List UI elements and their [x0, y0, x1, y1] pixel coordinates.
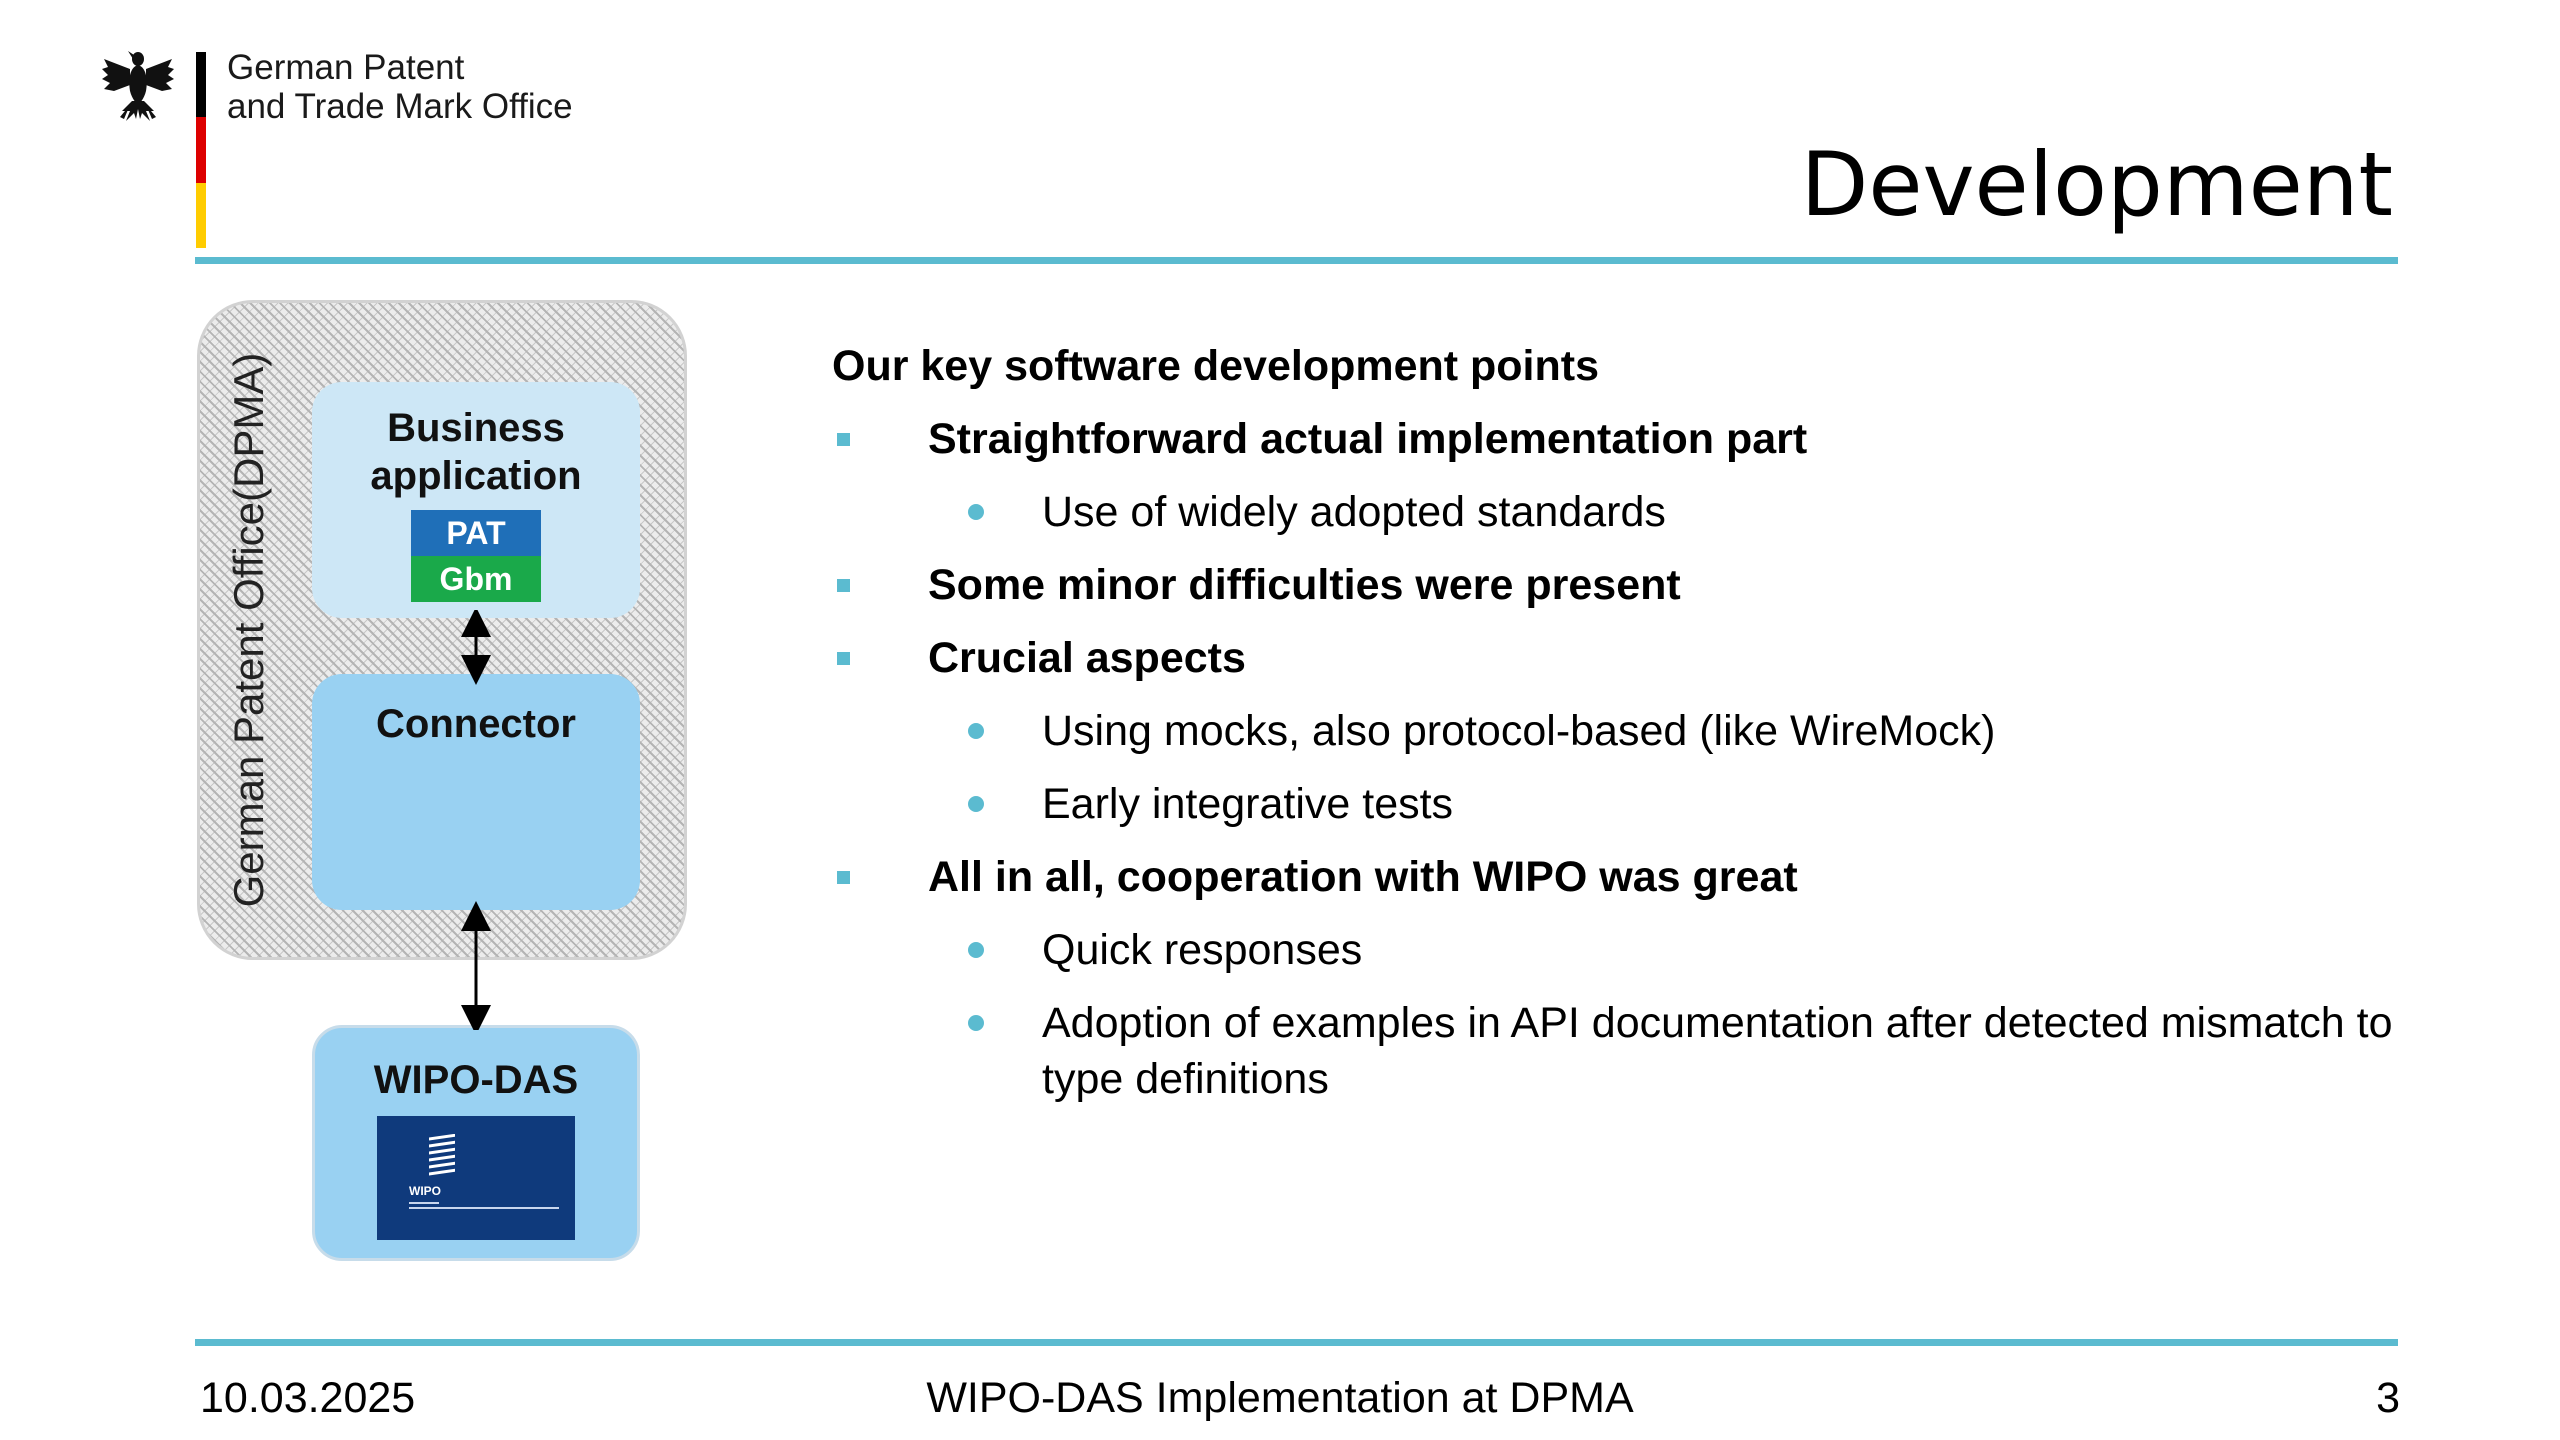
- sub-point-text: Using mocks, also protocol-based (like W…: [1042, 707, 1996, 755]
- diagram-arrows: [461, 610, 491, 1030]
- key-point-text: All in all, cooperation with WIPO was gr…: [928, 853, 1798, 901]
- page-number: 3: [2376, 1374, 2400, 1422]
- round-bullet-icon: [968, 796, 984, 812]
- sub-point-text: Early integrative tests: [1042, 780, 1454, 828]
- gbm-tag: Gbm: [411, 556, 541, 602]
- wipo-logo-subtext-icon: [409, 1202, 559, 1209]
- sub-point: Adoption of examples in API documentatio…: [928, 995, 2432, 1107]
- wipo-das-label: WIPO-DAS: [373, 1058, 579, 1102]
- square-bullet-icon: [837, 652, 850, 665]
- wipo-logo: WIPO: [377, 1116, 575, 1240]
- sub-point: Use of widely adopted standards: [928, 484, 2432, 540]
- round-bullet-icon: [968, 723, 984, 739]
- organization-name: German Patent and Trade Mark Office: [227, 48, 573, 126]
- square-bullet-icon: [837, 871, 850, 884]
- org-name-line1: German Patent: [227, 48, 465, 87]
- wipo-logo-text: WIPO: [409, 1184, 441, 1198]
- sub-point: Quick responses: [928, 922, 2432, 978]
- german-flag-stripe: [196, 52, 206, 248]
- key-point-text: Some minor difficulties were present: [928, 561, 1681, 609]
- business-application-label-line1: Business: [387, 406, 565, 450]
- slide-title: Development: [1800, 133, 2393, 236]
- federal-eagle-icon: [102, 51, 174, 121]
- content-area: Our key software development points Stra…: [832, 338, 2432, 1124]
- footer-title: WIPO-DAS Implementation at DPMA: [926, 1374, 1634, 1422]
- key-points-list: Straightforward actual implementation pa…: [832, 411, 2432, 1107]
- footer-date: 10.03.2025: [200, 1374, 416, 1422]
- pat-tag: PAT: [411, 510, 541, 556]
- round-bullet-icon: [968, 1015, 984, 1031]
- sub-point-text: Use of widely adopted standards: [1042, 488, 1666, 536]
- business-application-label-line2: application: [370, 454, 582, 498]
- connector-label: Connector: [376, 702, 576, 746]
- key-point: Straightforward actual implementation pa…: [832, 411, 2432, 540]
- footer-rule: [195, 1339, 2398, 1346]
- square-bullet-icon: [837, 433, 850, 446]
- sub-points-list: Use of widely adopted standards: [928, 484, 2432, 540]
- dpma-frame-label: German Patent Office(DPMA): [225, 352, 272, 908]
- org-name-line2: and Trade Mark Office: [227, 87, 573, 126]
- content-heading: Our key software development points: [832, 342, 1600, 390]
- sub-point: Using mocks, also protocol-based (like W…: [928, 703, 2432, 759]
- key-point-text: Crucial aspects: [928, 634, 1246, 682]
- key-point-text: Straightforward actual implementation pa…: [928, 415, 1808, 463]
- sub-point: Early integrative tests: [928, 776, 2432, 832]
- sub-points-list: Quick responses Adoption of examples in …: [928, 922, 2432, 1107]
- round-bullet-icon: [968, 942, 984, 958]
- key-point: Crucial aspects Using mocks, also protoc…: [832, 630, 2432, 832]
- wipo-building-icon: [429, 1134, 455, 1176]
- key-point: Some minor difficulties were present: [832, 557, 2432, 613]
- square-bullet-icon: [837, 579, 850, 592]
- key-point: All in all, cooperation with WIPO was gr…: [832, 849, 2432, 1107]
- header-rule: [195, 257, 2398, 264]
- round-bullet-icon: [968, 504, 984, 520]
- connector-box: Connector: [312, 674, 640, 910]
- sub-points-list: Using mocks, also protocol-based (like W…: [928, 703, 2432, 832]
- sub-point-text: Adoption of examples in API documentatio…: [1042, 999, 2393, 1103]
- sub-point-text: Quick responses: [1042, 926, 1363, 974]
